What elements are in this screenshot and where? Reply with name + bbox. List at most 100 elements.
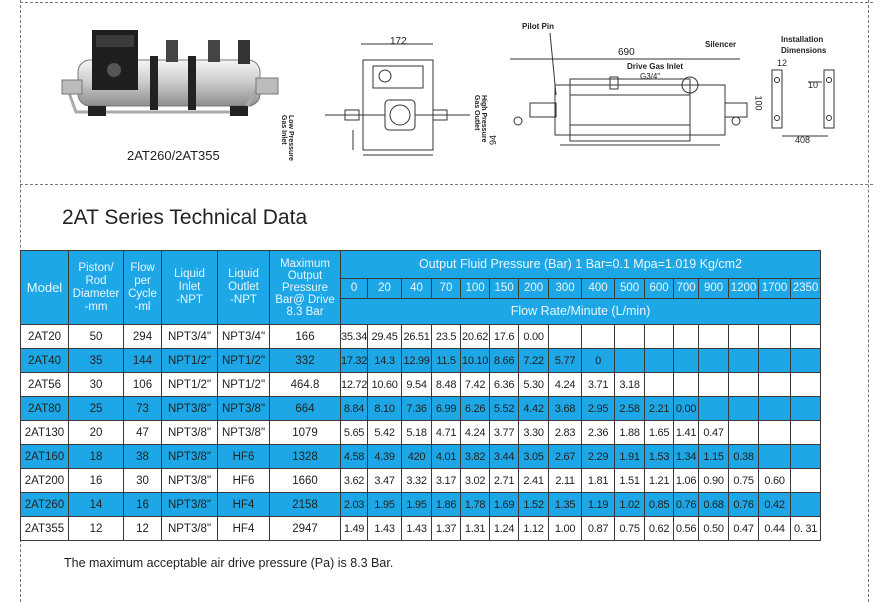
inlet-cell: NPT3/8" bbox=[161, 444, 218, 469]
flow-rate-cell: 0.56 bbox=[673, 516, 700, 541]
flow-rate-cell: 1.69 bbox=[489, 492, 520, 517]
flow-rate-cell bbox=[644, 348, 675, 373]
model-cell: 2AT40 bbox=[20, 348, 69, 373]
outlet-cell: HF6 bbox=[217, 444, 270, 469]
flow-cell: 16 bbox=[123, 492, 162, 517]
flow-rate-cell bbox=[790, 420, 822, 445]
max-output-cell: 464.8 bbox=[269, 372, 341, 397]
inlet-cell: NPT3/8" bbox=[161, 516, 218, 541]
flow-rate-cell bbox=[790, 492, 822, 517]
pressure-header-cell: 400 bbox=[581, 278, 616, 299]
flow-rate-cell: 0.76 bbox=[673, 492, 700, 517]
flow-rate-cell: 2.95 bbox=[581, 396, 616, 421]
flow-rate-cell: 14.3 bbox=[367, 348, 403, 373]
outlet-cell: HF4 bbox=[217, 492, 270, 517]
flow-rate-cell bbox=[790, 372, 822, 397]
inlet-cell: NPT3/4" bbox=[161, 324, 218, 349]
max-output-cell: 1079 bbox=[269, 420, 341, 445]
flow-rate-cell: 1.78 bbox=[460, 492, 491, 517]
flow-rate-cell: 3.32 bbox=[401, 468, 433, 493]
flow-rate-cell: 1.95 bbox=[367, 492, 403, 517]
piston-cell: 35 bbox=[68, 348, 124, 373]
flow-rate-cell: 35.34 bbox=[339, 324, 369, 349]
flow-rate-cell: 6.99 bbox=[431, 396, 462, 421]
pressure-header-cell: 500 bbox=[614, 278, 646, 299]
header-liquid-outlet: Liquid Outlet -NPT bbox=[217, 250, 270, 325]
model-cell: 2AT160 bbox=[20, 444, 69, 469]
flow-rate-cell bbox=[758, 420, 792, 445]
max-output-cell: 1660 bbox=[269, 468, 341, 493]
header-liquid-inlet: Liquid Inlet -NPT bbox=[161, 250, 218, 325]
pressure-header-cell: 0 bbox=[339, 278, 369, 299]
flow-rate-cell: 2.83 bbox=[548, 420, 583, 445]
header-model: Model bbox=[20, 250, 69, 325]
flow-rate-cell: 8.48 bbox=[431, 372, 462, 397]
inlet-cell: NPT3/8" bbox=[161, 492, 218, 517]
piston-cell: 16 bbox=[68, 468, 124, 493]
mid-dashed-border bbox=[20, 184, 873, 185]
flow-rate-cell: 5.18 bbox=[401, 420, 433, 445]
flow-rate-cell bbox=[728, 420, 760, 445]
flow-rate-cell: 1.52 bbox=[518, 492, 550, 517]
flow-rate-cell: 0.38 bbox=[728, 444, 760, 469]
flow-rate-cell: 5.65 bbox=[339, 420, 369, 445]
flow-rate-cell: 1.31 bbox=[460, 516, 491, 541]
model-cell: 2AT130 bbox=[20, 420, 69, 445]
inlet-cell: NPT3/8" bbox=[161, 420, 218, 445]
side-view-drawing bbox=[510, 32, 748, 146]
flow-rate-cell: 1.49 bbox=[339, 516, 369, 541]
flow-rate-cell: 1.53 bbox=[644, 444, 675, 469]
flow-rate-cell: 3.05 bbox=[518, 444, 550, 469]
flow-rate-cell bbox=[698, 396, 730, 421]
flow-rate-cell: 0.76 bbox=[728, 492, 760, 517]
flow-rate-cell: 0.50 bbox=[698, 516, 730, 541]
flow-rate-cell: 4.24 bbox=[548, 372, 583, 397]
flow-rate-cell bbox=[698, 348, 730, 373]
flow-rate-cell bbox=[548, 324, 583, 349]
pressure-header-cell: 150 bbox=[489, 278, 520, 299]
flow-rate-cell: 3.82 bbox=[460, 444, 491, 469]
flow-rate-cell: 3.02 bbox=[460, 468, 491, 493]
product-photo bbox=[61, 30, 279, 116]
flow-rate-cell bbox=[758, 444, 792, 469]
piston-cell: 14 bbox=[68, 492, 124, 517]
flow-rate-cell: 3.77 bbox=[489, 420, 520, 445]
flow-rate-cell: 5.42 bbox=[367, 420, 403, 445]
flow-rate-cell bbox=[614, 324, 646, 349]
model-cell: 2AT56 bbox=[20, 372, 69, 397]
flow-rate-cell bbox=[698, 324, 730, 349]
side-view-length: 690 bbox=[618, 47, 635, 58]
outlet-cell: HF6 bbox=[217, 468, 270, 493]
outlet-cell: NPT3/8" bbox=[217, 420, 270, 445]
header-output-pressure: Output Fluid Pressure (Bar) 1 Bar=0.1 Mp… bbox=[339, 250, 822, 279]
max-output-cell: 1328 bbox=[269, 444, 341, 469]
right-dashed-border bbox=[868, 0, 869, 602]
flow-rate-cell: 12.72 bbox=[339, 372, 369, 397]
flow-rate-cell: 0.42 bbox=[758, 492, 792, 517]
flow-rate-cell: 1.12 bbox=[518, 516, 550, 541]
flow-rate-cell: 1.41 bbox=[673, 420, 700, 445]
flow-rate-cell: 9.54 bbox=[401, 372, 433, 397]
flow-rate-cell: 4.01 bbox=[431, 444, 462, 469]
flow-rate-cell: 1.95 bbox=[401, 492, 433, 517]
flow-rate-cell bbox=[673, 324, 700, 349]
max-output-cell: 664 bbox=[269, 396, 341, 421]
flow-rate-cell: 1.51 bbox=[614, 468, 646, 493]
flow-rate-cell: 1.34 bbox=[673, 444, 700, 469]
flow-rate-cell: 2.11 bbox=[548, 468, 583, 493]
flow-rate-cell: 2.03 bbox=[339, 492, 369, 517]
flow-rate-cell: 0.00 bbox=[518, 324, 550, 349]
flow-rate-cell: 0.75 bbox=[728, 468, 760, 493]
flow-rate-cell: 0.87 bbox=[581, 516, 616, 541]
flow-rate-cell: 0.00 bbox=[673, 396, 700, 421]
flow-rate-cell: 29.45 bbox=[367, 324, 403, 349]
flow-rate-cell: 8.66 bbox=[489, 348, 520, 373]
flow-rate-cell: 3.17 bbox=[431, 468, 462, 493]
outlet-cell: NPT1/2" bbox=[217, 372, 270, 397]
flow-rate-cell: 1.86 bbox=[431, 492, 462, 517]
flow-rate-cell: 6.36 bbox=[489, 372, 520, 397]
silencer-label: Silencer bbox=[705, 40, 737, 49]
install-dim-a: 12 bbox=[777, 58, 788, 68]
